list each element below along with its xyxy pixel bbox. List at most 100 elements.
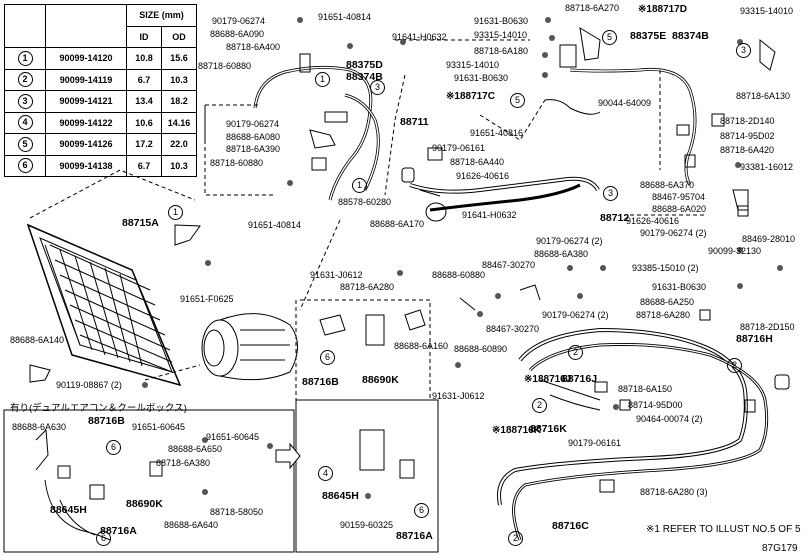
part-label: 88718-6A390 — [226, 144, 281, 154]
part-label: 93385-15010 (2) — [632, 263, 699, 273]
part-label: 90179-06161 — [568, 438, 622, 448]
callout-3: 3 — [603, 186, 618, 201]
part-label: 88711 — [400, 116, 429, 128]
ref-note-j: ※188716J — [524, 374, 572, 385]
part-label: 91651-40814 — [248, 220, 302, 230]
callout-6: 6 — [414, 503, 429, 518]
callout-5: 5 — [510, 93, 525, 108]
diagram-code: 87G179 — [762, 543, 798, 554]
ref-note-mid: ※188717C — [446, 91, 495, 102]
part-label: 90099-32130 — [708, 246, 762, 256]
callout-6: 6 — [320, 350, 335, 365]
part-label: 88718-58050 — [210, 507, 264, 517]
od-header: OD — [161, 25, 197, 48]
part-label: 88374B — [346, 71, 383, 83]
part-label: 88688-60890 — [454, 344, 508, 354]
part-label: 90464-00074 (2) — [636, 414, 703, 424]
part-label: 90044-64009 — [598, 98, 652, 108]
part-label: 91651-60645 — [206, 432, 260, 442]
part-label: 88716A — [100, 525, 137, 537]
part-label: 91626-40616 — [626, 216, 680, 226]
part-label: 88716B — [302, 376, 339, 388]
callout-1: 1 — [352, 178, 367, 193]
part-label: 90119-08867 (2) — [56, 380, 122, 390]
part-label: 88688-6A640 — [164, 520, 219, 530]
part-label: 90179-06274 (2) — [536, 236, 603, 246]
part-label: 88718-6A280 — [340, 282, 395, 292]
part-label: 90179-06274 (2) — [542, 310, 609, 320]
part-label: 91626-40616 — [456, 171, 510, 181]
pipe-lower-right — [497, 327, 748, 506]
part-label: 91631-J0612 — [432, 391, 485, 401]
part-label: 93315-14010 — [474, 30, 528, 40]
part-label: 88688-6A650 — [168, 444, 223, 454]
callout-6: 6 — [106, 440, 121, 455]
callout-3: 3 — [370, 80, 385, 95]
compressor-drawing — [201, 313, 298, 381]
part-label: 88688-6A080 — [226, 132, 281, 142]
part-label: 88688-6A140 — [10, 335, 65, 345]
part-label: 91651-40816 — [470, 128, 524, 138]
part-label: 88688-60880 — [432, 270, 486, 280]
callout-3: 3 — [736, 43, 751, 58]
part-label: 88714-95D02 — [720, 131, 775, 141]
part-label: 88688-6A630 — [12, 422, 67, 432]
part-label: 93315-14010 — [446, 60, 500, 70]
part-label: 88467-95704 — [652, 192, 706, 202]
part-label: 88718-6A440 — [450, 157, 505, 167]
part-label: 88718-6A180 — [474, 46, 529, 56]
part-label: 91651-60645 — [132, 422, 186, 432]
part-label: 91631-B0630 — [454, 73, 509, 83]
part-label: 88467-30270 — [482, 260, 536, 270]
part-label: 88716C — [552, 520, 589, 532]
footnote: ※1 REFER TO ILLUST NO.5 OF 5 — [646, 524, 801, 535]
part-label: 88645H — [322, 490, 359, 502]
part-label: 91631-B0630 — [474, 16, 529, 26]
part-label: 90159-60325 — [340, 520, 394, 530]
part-label: 88718-60880 — [198, 61, 252, 71]
part-label: 88688-6A020 — [652, 204, 707, 214]
callout-2: 2 — [508, 531, 523, 546]
part-label: 93381-16012 — [740, 162, 794, 172]
callout-5: 5 — [602, 30, 617, 45]
part-label: 88469-28010 — [742, 234, 796, 244]
bolts — [142, 17, 783, 499]
part-label: 88716A — [396, 530, 433, 542]
part-label: 88718-6A130 — [736, 91, 791, 101]
callout-1: 1 — [168, 205, 183, 220]
part-label: 88718-60880 — [210, 158, 264, 168]
part-label: 88718-2D150 — [740, 322, 795, 332]
part-label: 88688-6A250 — [640, 297, 695, 307]
part-label: 90179-06274 — [226, 119, 280, 129]
part-label: 90179-06274 (2) — [640, 228, 707, 238]
part-label: 91651-F0625 — [180, 294, 234, 304]
part-label: 88718-6A380 — [156, 458, 211, 468]
part-label: 88375E — [630, 30, 667, 42]
size-header: SIZE (mm) — [126, 4, 197, 27]
part-label: 88375D — [346, 59, 383, 71]
part-label: 91651-40814 — [318, 12, 372, 22]
ref-note-k: ※188716K — [492, 425, 541, 436]
part-label: 93315-14010 — [740, 6, 794, 16]
callout-1: 1 — [315, 72, 330, 87]
part-label: 88690K — [126, 498, 163, 510]
part-label: 91641-H0632 — [462, 210, 517, 220]
part-label: 88715A — [122, 217, 159, 229]
part-label: 90179-06161 — [432, 143, 486, 153]
part-label: 88578-60280 — [338, 197, 392, 207]
id-header: ID — [126, 25, 162, 48]
callout-2: 2 — [532, 398, 547, 413]
callout-6: 6 — [96, 531, 111, 546]
part-label: 88716J — [562, 373, 598, 385]
part-label: 88716B — [88, 415, 125, 427]
part-label: 91641-H0632 — [392, 32, 447, 42]
part-label: 88718-6A270 — [565, 3, 620, 13]
part-label: 88467-30270 — [486, 324, 540, 334]
part-label: 88712 — [600, 212, 630, 224]
